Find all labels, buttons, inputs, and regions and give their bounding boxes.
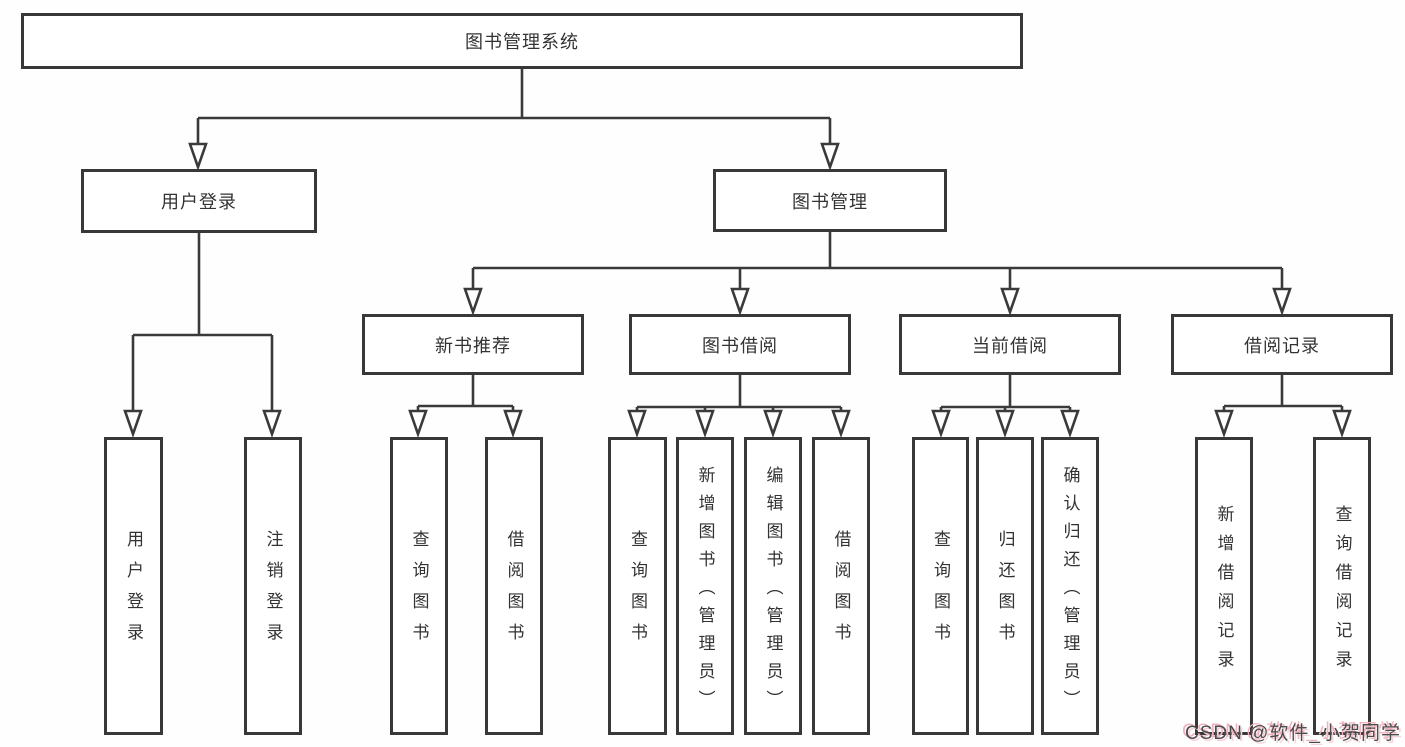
leaf-add-books-admin: 新增图书（管理员） — [676, 437, 734, 735]
leaf-add-borrow-record: 新增借阅记录 — [1195, 437, 1253, 735]
leaf-query-books-borrow: 查询图书 — [608, 437, 667, 735]
leaf-logout: 注销登录 — [244, 437, 302, 735]
leaf-confirm-return-admin: 确认归还（管理员） — [1041, 437, 1099, 735]
leaf-user-login: 用户登录 — [104, 437, 163, 735]
node-root-system: 图书管理系统 — [21, 13, 1023, 69]
node-book-management: 图书管理 — [713, 169, 947, 232]
node-new-book-recommend: 新书推荐 — [362, 314, 584, 375]
node-book-borrow: 图书借阅 — [629, 314, 851, 375]
leaf-query-books-recommend: 查询图书 — [390, 437, 448, 735]
leaf-borrow-books-recommend: 借阅图书 — [485, 437, 543, 735]
node-borrow-records: 借阅记录 — [1171, 314, 1393, 375]
leaf-borrow-books: 借阅图书 — [812, 437, 870, 735]
node-user-login: 用户登录 — [81, 169, 317, 233]
leaf-return-books: 归还图书 — [976, 437, 1034, 735]
leaf-query-borrow-record: 查询借阅记录 — [1313, 437, 1371, 735]
leaf-query-books-current: 查询图书 — [912, 437, 969, 735]
node-current-borrow: 当前借阅 — [899, 314, 1121, 375]
leaf-edit-books-admin: 编辑图书（管理员） — [744, 437, 802, 735]
csdn-watermark: CSDN @软件_小贺同学 — [1185, 723, 1401, 744]
